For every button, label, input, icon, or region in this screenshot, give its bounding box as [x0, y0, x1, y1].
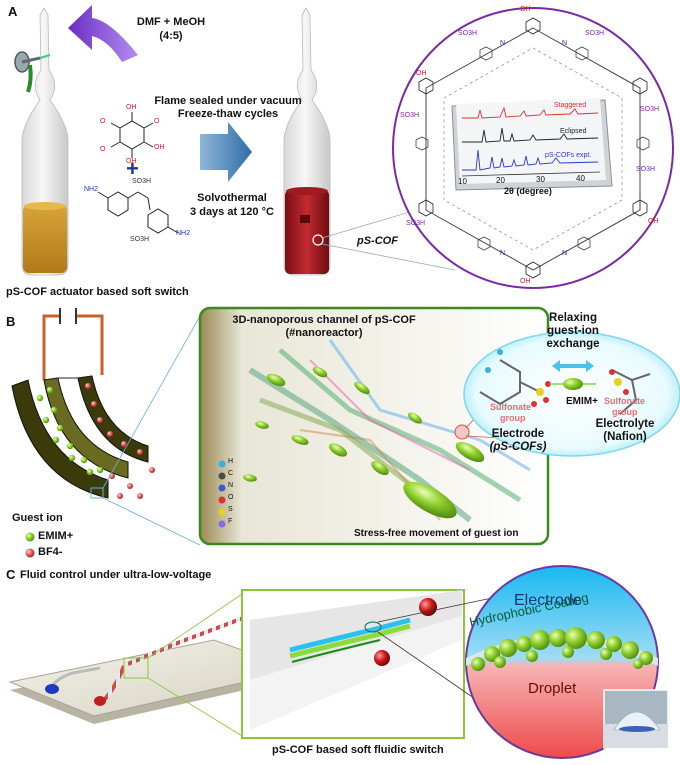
condition-solvothermal: Solvothermal — [197, 192, 267, 204]
chem-nh2-1: NH2 — [84, 186, 99, 193]
cof-oh-4: OH — [648, 218, 659, 225]
chem-so3h-1: SO3H — [132, 178, 152, 185]
actuator-wire — [42, 308, 104, 380]
fluidic-switch-caption: pS-COF based soft fluidic switch — [272, 744, 444, 756]
xrd-tick-20: 20 — [496, 176, 505, 185]
zoom-line-b-top — [102, 315, 201, 489]
atom-n: N — [228, 482, 234, 489]
monomer-aldehyde — [110, 112, 154, 158]
chem-oh-2: OH — [154, 144, 165, 151]
ampoule-left — [21, 7, 69, 276]
torch — [14, 51, 51, 93]
cof-n-3: N — [500, 250, 506, 257]
relaxing-label: Relaxing — [549, 312, 597, 324]
cof-so3h-4: SO3H — [640, 106, 660, 113]
cof-so3h-1: SO3H — [458, 30, 478, 37]
chem-o-2: O — [100, 146, 106, 153]
fluidic-switch-panel — [241, 589, 465, 739]
sulfonate-left-1: Sulfonate — [490, 402, 532, 412]
chem-o-1: O — [154, 118, 160, 125]
ratio-label: (4:5) — [159, 30, 183, 42]
channel-subtitle: (#nanoreactor) — [285, 327, 363, 339]
cof-so3h-3: SO3H — [400, 112, 420, 119]
legend-bf4-ball — [25, 548, 35, 558]
step-flame-sealed: Flame sealed under vacuum — [154, 95, 302, 107]
droplet-label: Droplet — [528, 680, 577, 697]
droplet-photo — [603, 689, 669, 749]
xrd-inset — [451, 98, 613, 191]
sulfonate-left-2: group — [500, 413, 526, 423]
zoom-line-c-bottom — [147, 677, 243, 737]
ampoule-right — [283, 7, 331, 276]
atom-f: F — [228, 518, 233, 525]
stress-free-caption: Stress-free movement of guest ion — [354, 528, 519, 539]
panel-c-letter: C — [6, 567, 16, 582]
xrd-tick-30: 30 — [536, 175, 545, 184]
electrolyte-label: Electrolyte — [595, 418, 655, 430]
xrd-legend-staggered: Staggered — [554, 102, 587, 109]
cof-so3h-5: SO3H — [406, 220, 426, 227]
electrode-label: Electrode — [491, 428, 545, 440]
chem-o-3: O — [100, 118, 106, 125]
xrd-tick-40: 40 — [576, 174, 585, 183]
cof-oh-3: OH — [416, 70, 427, 77]
emim-bubble-label: EMIM+ — [566, 396, 598, 407]
blue-arrow — [200, 122, 252, 182]
chem-nh2-2: NH2 — [176, 230, 191, 237]
panel-b-title: pS-COF actuator based soft switch — [6, 286, 189, 298]
purple-arrow — [68, 5, 138, 62]
product-label: pS-COF — [357, 235, 398, 247]
panel-a-letter: A — [8, 4, 18, 19]
chem-oh-1: OH — [126, 104, 137, 111]
nanochannel-panel — [198, 306, 550, 546]
guest-ion-bubble — [463, 331, 680, 457]
zoom-line-b-bottom — [102, 497, 201, 546]
channel-title: 3D-nanoporous channel of pS-COF — [232, 314, 416, 326]
legend-emim-label: EMIM+ — [38, 530, 74, 542]
cof-oh-2: OH — [520, 278, 531, 285]
electrolyte-sublabel: (Nafion) — [603, 431, 647, 443]
plus-sign: + — [126, 156, 139, 181]
cof-so3h-2: SO3H — [585, 30, 605, 37]
panel-b-letter: B — [6, 314, 16, 329]
chem-oh-3: OH — [126, 158, 137, 165]
legend-bf4-label: BF4- — [38, 546, 63, 558]
electrode-sublabel: (pS-COFs) — [489, 441, 547, 453]
zoom-line-bottom — [321, 243, 456, 271]
panel-c-title: Fluid control under ultra-low-voltage — [20, 569, 212, 581]
cof-oh-1: OH — [520, 6, 531, 13]
cof-n-2: N — [562, 40, 568, 47]
guest-ion-legend-title: Guest ion — [12, 512, 63, 524]
cof-n-1: N — [500, 40, 506, 47]
cof-n-4: N — [562, 250, 568, 257]
cof-structure-circle — [392, 7, 674, 289]
cof-so3h-6: SO3H — [636, 166, 656, 173]
xrd-legend-expt: pS-COFs expt. — [545, 152, 592, 159]
monomer-sulfonate — [97, 191, 179, 234]
xrd-legend-eclipsed: Eclipsed — [560, 128, 587, 135]
electrode-circle-label: Electrode — [514, 592, 582, 609]
solvent-label: DMF + MeOH — [136, 16, 206, 28]
exchange-label: exchange — [546, 338, 600, 350]
guest-ion-label: guest-ion — [547, 325, 599, 337]
xrd-xlabel: 2θ (degree) — [504, 186, 552, 196]
step-freeze-thaw: Freeze-thaw cycles — [177, 108, 279, 120]
condition-temperature: 3 days at 120 °C — [190, 206, 274, 218]
chem-so3h-2: SO3H — [130, 236, 150, 243]
atom-c: C — [228, 470, 234, 477]
legend-emim-ball — [25, 532, 35, 542]
sulfonate-right-1: Sulfonate — [604, 396, 646, 406]
bending-actuator — [11, 375, 155, 499]
zoom-line-c-top — [147, 593, 243, 659]
sulfonate-right-2: group — [612, 407, 638, 417]
zoom-line-c2-top — [377, 597, 493, 623]
atom-o: O — [228, 494, 234, 501]
atom-h: H — [228, 458, 234, 465]
xrd-tick-10: 10 — [458, 177, 467, 186]
atom-s: S — [228, 506, 233, 513]
